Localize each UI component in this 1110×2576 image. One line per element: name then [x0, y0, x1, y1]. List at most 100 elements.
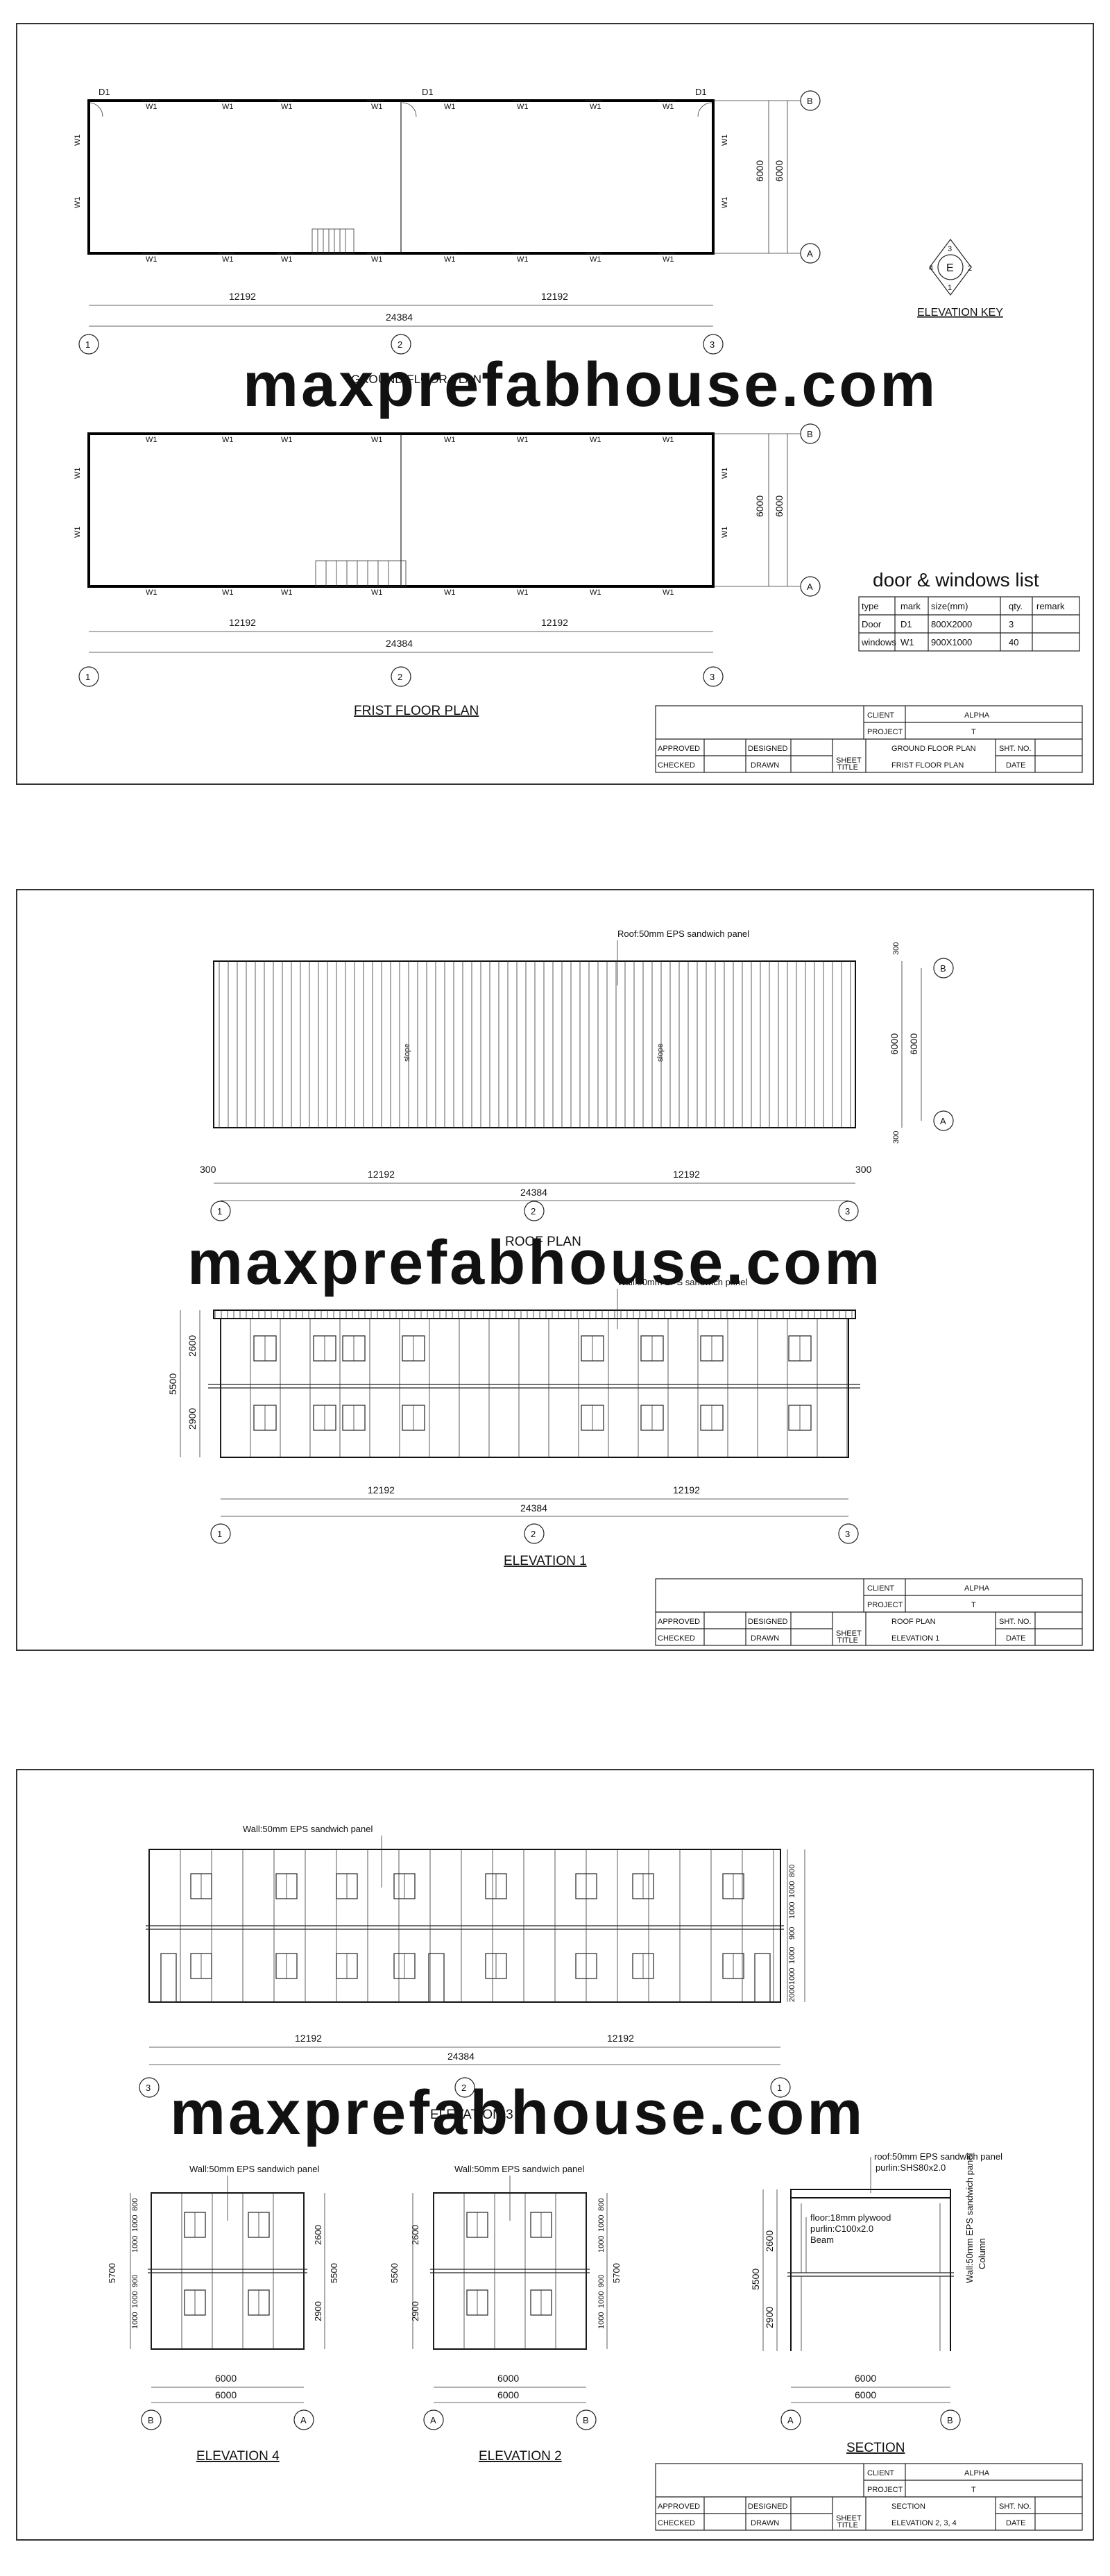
elevation-title: ELEVATION 4	[196, 2449, 280, 2464]
dim-half: 12192	[229, 617, 256, 628]
grid-bubble-A: A	[787, 2415, 794, 2425]
elevation-1-panels	[214, 1310, 853, 1457]
small-elevations: Wall:50mm EPS sandwich panel570080010001…	[107, 2164, 622, 2464]
key-number: 4	[929, 264, 933, 273]
sheet-1-frame	[16, 23, 1094, 785]
dw-list-title: door & windows list	[873, 569, 1039, 591]
dim-half: 12192	[607, 2033, 634, 2044]
dim-half: 12192	[229, 291, 256, 302]
window-label: W1	[721, 468, 729, 480]
dim-2900: 2900	[187, 1408, 198, 1430]
grid-bubble-B: B	[807, 429, 813, 439]
slope-label: slope	[656, 1044, 665, 1062]
dim-half: 12192	[673, 1169, 700, 1180]
dim-total: 24384	[386, 638, 413, 649]
dim-5500: 5500	[389, 2263, 400, 2283]
tb-project-label: PROJECT	[867, 2486, 903, 2494]
tb-sheet-label: SHEET	[836, 756, 862, 765]
dim-2600: 2600	[410, 2225, 420, 2245]
tb-designed-label: DESIGNED	[748, 1618, 788, 1626]
door-swing	[88, 102, 103, 117]
dw-cell: Door	[862, 619, 882, 629]
wall-note: Wall:50mm EPS sandwich panel	[189, 2164, 319, 2174]
wall-note: Wall:50mm EPS sandwich panel	[617, 1277, 747, 1287]
column-note: Column	[977, 2238, 987, 2269]
dim-5500: 5500	[167, 1373, 178, 1395]
dim-stack: 800	[597, 2198, 606, 2211]
dw-header: qty.	[1009, 601, 1023, 611]
dw-cell: W1	[900, 637, 914, 647]
grid-bubble-1: 1	[85, 672, 90, 682]
window-label: W1	[444, 436, 456, 444]
dim-300: 300	[892, 1131, 900, 1144]
dim-6000: 6000	[497, 2373, 519, 2384]
sheet-3: maxprefabhouse.com Wall:50mm EPS sandwic…	[16, 1769, 1094, 2541]
grid-bubble	[293, 2409, 314, 2430]
tb-approved-label: APPROVED	[658, 2502, 700, 2511]
tb-client-value: ALPHA	[964, 1584, 990, 1593]
grid-bubble-2: 2	[398, 672, 402, 682]
door	[428, 1953, 445, 2003]
key-number: 3	[948, 245, 952, 253]
section-title: SECTION	[846, 2441, 905, 2455]
dim-depth: 6000	[754, 160, 765, 182]
window-label: W1	[444, 103, 456, 111]
tb-date-label: DATE	[1006, 2519, 1026, 2527]
tb-designed-label: DESIGNED	[748, 2502, 788, 2511]
dim-stack: 1000	[131, 2236, 139, 2253]
window-label: W1	[721, 197, 729, 209]
grid-bubbles-first: 1 2 3 B A	[78, 423, 821, 687]
dw-cell: 3	[1009, 619, 1014, 629]
key-number: 2	[968, 264, 972, 273]
tb-title-line1: GROUND FLOOR PLAN	[891, 745, 976, 753]
dim-2900: 2900	[313, 2301, 323, 2321]
wall-side-note: Wall:50mm EPS sandwich panel	[964, 2153, 975, 2283]
dim-6000: 6000	[497, 2389, 519, 2400]
tb-approved-label: APPROVED	[658, 745, 700, 753]
tb-sht-no-label: SHT. NO.	[999, 1618, 1031, 1626]
tb-checked-label: CHECKED	[658, 1634, 695, 1643]
window-label: W1	[517, 588, 529, 597]
dim-2900: 2900	[764, 2307, 775, 2328]
dim-half: 12192	[368, 1484, 395, 1495]
tb-approved-label: APPROVED	[658, 1618, 700, 1626]
dw-header: remark	[1036, 601, 1065, 611]
tb-client-label: CLIENT	[867, 711, 894, 720]
grid-bubble-2: 2	[461, 2083, 466, 2093]
window-label: W1	[663, 255, 674, 264]
key-number: 1	[948, 284, 952, 292]
tb-drawn-label: DRAWN	[751, 2519, 779, 2527]
window-label: W1	[371, 436, 383, 444]
tb-designed-label: DESIGNED	[748, 745, 788, 753]
sheet-2-frame	[16, 889, 1094, 1651]
tb-client-label: CLIENT	[867, 2469, 894, 2477]
window-label: W1	[281, 436, 293, 444]
elevation-1-title: ELEVATION 1	[504, 1554, 587, 1568]
grid-bubble-3: 3	[710, 672, 715, 682]
roof-ribs	[219, 961, 851, 1128]
tb-checked-label: CHECKED	[658, 2519, 695, 2527]
tb-client-label: CLIENT	[867, 1584, 894, 1593]
dim-half: 12192	[541, 617, 568, 628]
watermark: maxprefabhouse.com	[243, 350, 938, 420]
tb-sht-no-label: SHT. NO.	[999, 745, 1031, 753]
tb-project-label: PROJECT	[867, 1601, 903, 1609]
grid-bubble-1: 1	[85, 339, 90, 350]
window-label: W1	[517, 255, 529, 264]
dw-header: mark	[900, 601, 921, 611]
dw-cell: windows	[861, 637, 896, 647]
dim-2600: 2600	[764, 2230, 775, 2252]
grid-bubbles-ground: 1 2 3 B A	[78, 90, 821, 355]
section: roof:50mm EPS sandwich panel purlin:SHS8…	[750, 2151, 1002, 2455]
elevation-1-windows	[253, 1335, 812, 1431]
grid-bubble-B: B	[940, 963, 946, 974]
sheet-3-frame	[16, 1769, 1094, 2541]
dim-300: 300	[855, 1164, 872, 1175]
dim-6000: 6000	[855, 2389, 876, 2400]
window-label: W1	[663, 588, 674, 597]
grid-bubble-1: 1	[777, 2083, 782, 2093]
window-label: W1	[222, 103, 234, 111]
